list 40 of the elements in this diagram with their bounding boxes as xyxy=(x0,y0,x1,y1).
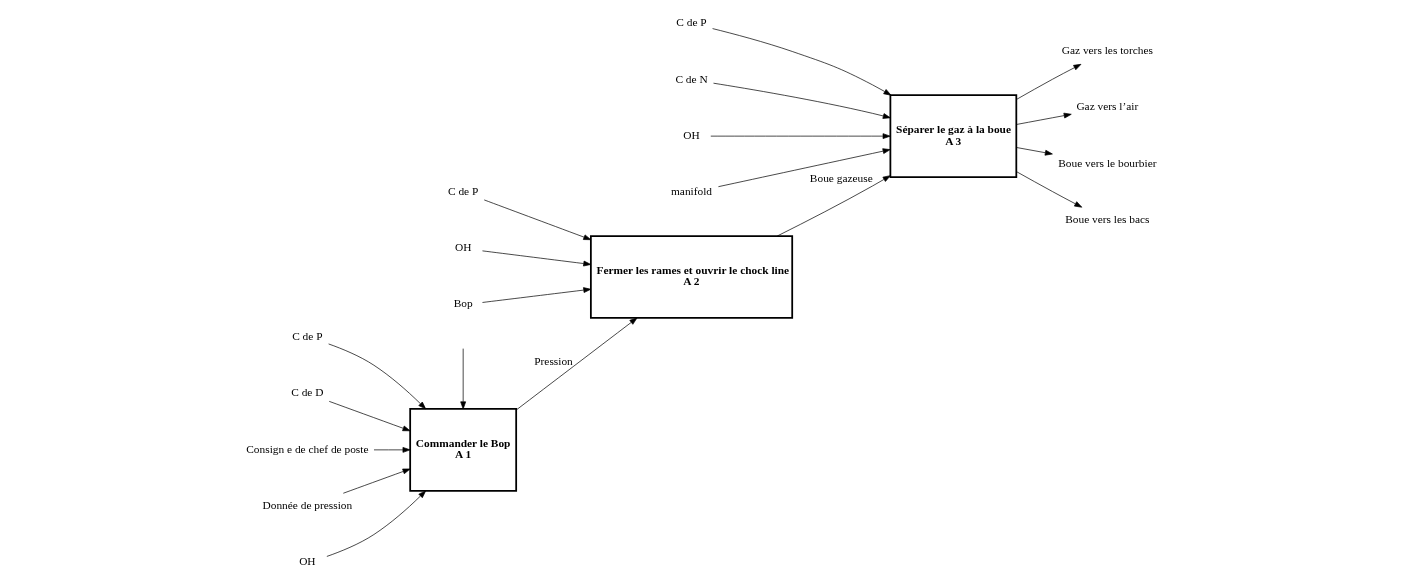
node-text: Gaz vers les torches xyxy=(1061,44,1154,57)
node-text: C de D xyxy=(291,386,324,399)
node-text: manifold xyxy=(671,185,713,198)
arrow xyxy=(328,401,411,432)
node-text: OH xyxy=(683,128,700,141)
arrow xyxy=(713,82,891,119)
node-text: Bop xyxy=(453,297,473,310)
arrow xyxy=(1016,112,1072,125)
arrow xyxy=(710,133,891,139)
node-text: OH xyxy=(454,241,472,254)
node-text: OH xyxy=(299,554,316,567)
arrow xyxy=(1016,64,1082,100)
node-text: C de P xyxy=(676,16,707,29)
node-box: Fermer les rames et ouvrir le chock line A 2 xyxy=(590,235,794,319)
node-text: Gaz vers l’air xyxy=(1076,100,1139,113)
arrow xyxy=(1016,147,1053,156)
arrow xyxy=(373,447,411,453)
arrow xyxy=(483,199,592,241)
arrow xyxy=(718,148,891,188)
node-text: Donnée de pression xyxy=(262,498,353,511)
arrow xyxy=(342,468,411,494)
edge-label: Pression xyxy=(534,355,573,368)
arrow xyxy=(460,348,466,410)
node-text: C de P xyxy=(292,330,323,343)
arrow xyxy=(1016,171,1083,208)
node-text: Boue vers le bourbier xyxy=(1058,156,1157,169)
node-box: Commander le Bop A 1 xyxy=(409,408,518,492)
node-text: Boue vers les bacs xyxy=(1065,212,1150,225)
node-text: C de P xyxy=(448,185,479,198)
arrow xyxy=(776,175,891,237)
arrow xyxy=(326,490,426,557)
arrow xyxy=(482,287,592,303)
node-text: Consign e de chef de poste xyxy=(246,442,369,455)
arrow xyxy=(515,317,638,411)
arrow xyxy=(482,250,592,267)
arrow xyxy=(328,343,426,410)
node-text: C de N xyxy=(675,72,708,85)
node-box: Séparer le gaz à la boue A 3 xyxy=(889,94,1018,178)
arrow xyxy=(712,28,892,96)
edge-label: Boue gazeuse xyxy=(809,172,873,185)
